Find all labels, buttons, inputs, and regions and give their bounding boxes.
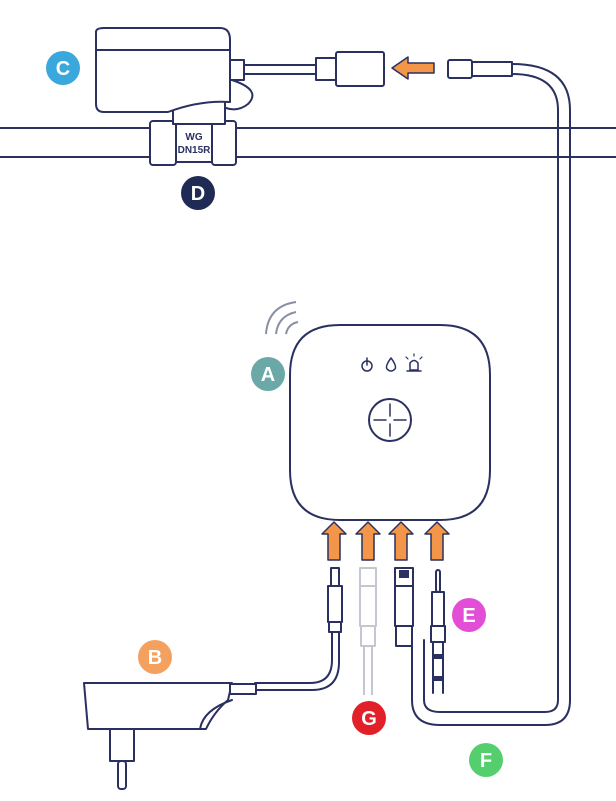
label-e: E — [452, 598, 486, 632]
alarm-light-icon — [405, 353, 423, 372]
label-a-circle — [251, 357, 285, 391]
arrow-left-icon — [391, 56, 435, 80]
audio-jack-e — [430, 569, 446, 694]
cable-f — [411, 59, 571, 726]
label-d: D — [181, 176, 215, 210]
label-b: B — [138, 640, 172, 674]
label-a: A — [251, 357, 285, 391]
power-adapter — [83, 682, 257, 790]
svg-text:E: E — [462, 605, 475, 627]
arrow-up-icon — [355, 521, 381, 561]
svg-text:G: G — [361, 708, 377, 730]
arrow-up-icon — [321, 521, 347, 561]
pipe — [0, 127, 616, 158]
arrow-up-icon — [424, 521, 450, 561]
svg-text:D: D — [191, 183, 205, 205]
label-g: G — [352, 701, 386, 735]
svg-text:B: B — [148, 647, 162, 669]
connection-arrows — [321, 521, 450, 561]
arrow-up-icon — [388, 521, 414, 561]
rj-plug-f — [394, 567, 414, 647]
label-c: C — [46, 51, 80, 85]
plus-button[interactable] — [368, 398, 412, 442]
svg-text:C: C — [56, 58, 70, 80]
hub — [289, 324, 491, 521]
valve-model-line1: WG — [185, 132, 202, 143]
wifi-icon — [265, 301, 299, 335]
label-f: F — [469, 743, 503, 777]
cable-g — [359, 567, 377, 695]
power-cable — [254, 567, 343, 691]
svg-text:F: F — [480, 750, 492, 772]
valve-actuator — [95, 27, 385, 113]
svg-text:A: A — [261, 364, 275, 386]
power-icon — [361, 357, 373, 372]
valve-model-line2: DN15R — [178, 145, 212, 156]
water-drop-icon — [385, 357, 397, 372]
